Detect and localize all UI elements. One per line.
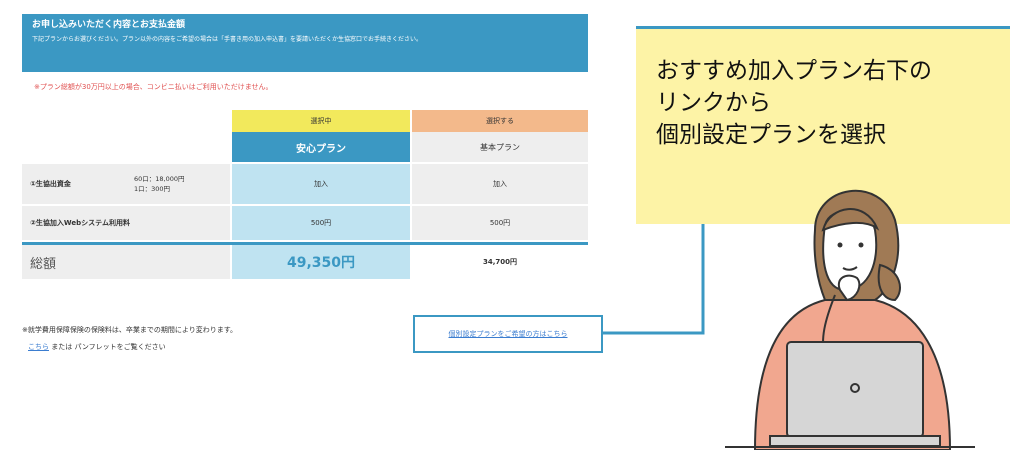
plan-section-header: お申し込みいただく内容とお支払金額 下記プランからお選びください。プラン以外の内… (22, 14, 588, 72)
or-text: または (51, 343, 73, 351)
custom-plan-link[interactable]: 個別設定プランをご希望の方はこちら (448, 330, 568, 338)
payment-warning: ※プラン総額が30万円以上の場合、コンビニ払いはご利用いただけません。 (34, 83, 273, 91)
investment-unit-price: 1口：300円 (134, 185, 171, 193)
selected-tag: 選択中 (232, 110, 410, 132)
person-with-laptop-illustration (725, 189, 975, 450)
web-fee-kihon: 500円 (412, 206, 588, 240)
callout-connector (603, 224, 705, 335)
section-description: 下記プランからお選びください。プラン以外の内容をご希望の場合は「手書き用の加入申… (32, 36, 423, 43)
row-label-investment: ①生協出資金 (22, 164, 130, 204)
total-divider (22, 242, 588, 245)
callout-line-1: おすすめ加入プラン右下の (656, 58, 932, 84)
total-kihon: 34,700円 (412, 245, 588, 279)
plan-name-kihon[interactable]: 基本プラン (412, 132, 588, 162)
total-anshin: 49,350円 (232, 245, 410, 279)
total-label: 総額 (22, 245, 230, 279)
insurance-note: ※就学費用保障保険の保険料は、卒業までの期間により変わります。 (22, 326, 238, 334)
custom-plan-link-box: 個別設定プランをご希望の方はこちら (413, 315, 603, 353)
section-title: お申し込みいただく内容とお支払金額 (32, 20, 186, 30)
select-tag[interactable]: 選択する (412, 110, 588, 132)
row-label-web-fee: ②生協加入Webシステム利用料 (22, 206, 230, 240)
pamphlet-text: パンフレットをご覧ください (74, 343, 166, 351)
callout-line-2: リンクから (656, 90, 771, 116)
row-investment-detail: 60口：18,000円 1口：300円 (130, 164, 230, 204)
total-amount: 49,350円 (286, 255, 356, 271)
here-link[interactable]: こちら (28, 343, 49, 351)
callout-line-3: 個別設定プランを選択 (656, 122, 886, 148)
web-fee-anshin: 500円 (232, 206, 410, 240)
investment-anshin: 加入 (232, 164, 410, 204)
pamphlet-note: こちら または パンフレットをご覧ください (28, 342, 166, 352)
instruction-callout: おすすめ加入プラン右下の リンクから 個別設定プランを選択 (636, 26, 1010, 224)
plan-name-anshin[interactable]: 安心プラン (232, 132, 410, 162)
investment-kihon: 加入 (412, 164, 588, 204)
investment-units: 60口：18,000円 (134, 175, 185, 183)
